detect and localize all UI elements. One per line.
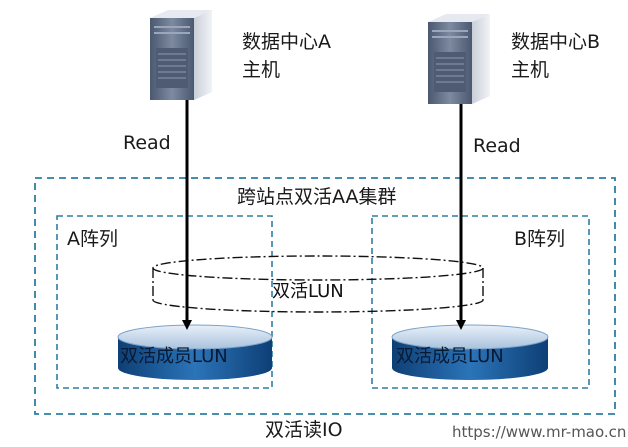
array-b-boundary xyxy=(371,215,590,389)
host-b-title: 数据中心B 主机 xyxy=(511,28,600,84)
host-a-line1: 数据中心A xyxy=(242,31,331,53)
array-a-label: A阵列 xyxy=(67,228,118,250)
array-a-boundary xyxy=(56,215,273,389)
cluster-title: 跨站点双活AA集群 xyxy=(235,186,399,209)
host-a-title: 数据中心A 主机 xyxy=(242,28,331,84)
array-b-label: B阵列 xyxy=(514,228,566,250)
disk-b xyxy=(391,324,549,380)
host-b-line2: 主机 xyxy=(511,59,550,81)
read-label-b: Read xyxy=(473,135,521,157)
server-b-icon xyxy=(428,14,490,104)
cluster-boundary xyxy=(34,177,616,415)
host-a-line2: 主机 xyxy=(242,59,281,81)
disk-a xyxy=(117,324,273,380)
watermark: https://www.mr-mao.cn xyxy=(452,423,627,441)
virtual-lun-label: 双活LUN xyxy=(272,281,344,302)
member-lun-b-label: 双活成员LUN xyxy=(396,346,504,367)
host-b-line1: 数据中心B xyxy=(511,31,601,53)
read-label-a: Read xyxy=(123,132,171,154)
server-a-icon xyxy=(150,10,212,100)
virtual-lun-cylinder xyxy=(152,255,484,313)
member-lun-a-label: 双活成员LUN xyxy=(120,346,228,367)
footer-caption: 双活读IO xyxy=(265,419,343,441)
